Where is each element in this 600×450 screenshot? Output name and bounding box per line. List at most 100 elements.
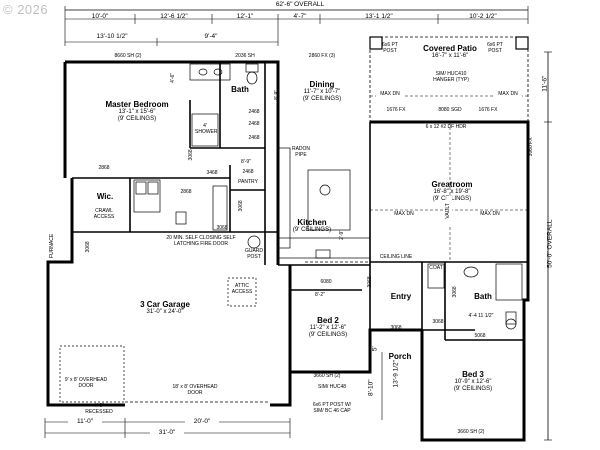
- wic-label: Wic.: [96, 192, 114, 201]
- room-ceiling: (9' CEILINGS): [432, 196, 472, 203]
- patio-post-note: 6x6 PT POST: [382, 42, 398, 54]
- door-tag: 6080: [320, 279, 332, 285]
- window-tag: 3660 SH (2): [457, 429, 485, 435]
- top-dimension: 13'-1 1/2": [365, 13, 393, 20]
- top-dimension: 12'-6 1/2": [160, 13, 188, 20]
- max-dn-note: MAX DN: [394, 211, 414, 217]
- header-note: 6 x 12 #2 DF HDR: [425, 124, 467, 130]
- max-dn-note: MAX DN: [376, 91, 404, 98]
- dimension-note: 4'-4 11 1/2": [468, 313, 494, 319]
- room-name: Bed 3: [462, 370, 484, 379]
- bottom-dimension: 20'-0": [185, 418, 219, 426]
- dimension-note: 4'-6": [170, 72, 177, 83]
- door-tag: 2868: [180, 189, 192, 195]
- room-name: Kitchen: [297, 218, 327, 227]
- recessed-note: 4'-0" RECESSED: [85, 403, 113, 415]
- door-tag: 3468: [206, 170, 218, 176]
- room-size: 11'-2" x 12'-6": [309, 325, 347, 332]
- top-dimension: 12'-1": [236, 13, 254, 20]
- door-tag: 2468: [248, 135, 260, 141]
- hanger-note: SIM/ HUC410 HANGER (TYP): [433, 71, 469, 83]
- dimension-note: 8'-2": [315, 292, 325, 298]
- window-tag: 1676 FX: [386, 107, 406, 113]
- bed3-label: Bed 3 10'-9" x 12'-6" (9' CEILINGS): [445, 370, 501, 393]
- overhead-door-right-note: 18' x 8' OVERHEAD DOOR: [172, 384, 218, 396]
- dining-label: Dining 11'-7" x 10'-7" (9' CEILINGS): [292, 80, 352, 103]
- dimension-note: 2'-9": [339, 229, 346, 240]
- max-dn-note: MAX DN: [480, 211, 500, 217]
- window-tag: 3660 SH (2): [313, 373, 341, 379]
- porch-label: Porch: [388, 352, 412, 361]
- fire-door-note: 20 MIN. SELF CLOSING SELF LATCHING FIRE …: [166, 235, 236, 247]
- door-tag: 3068: [432, 319, 444, 325]
- bed2-label: Bed 2 11'-2" x 12'-6" (9' CEILINGS): [300, 316, 356, 339]
- room-ceiling: (9' CEILINGS): [302, 96, 342, 103]
- crawl-access-label: CRAWL ACCESS: [93, 208, 115, 220]
- dimension-note: 8'-9": [274, 89, 281, 100]
- patio-post-note: 6x6 PT POST: [487, 42, 503, 54]
- patio-depth-dimension: 11'-6": [541, 75, 549, 92]
- door-tag: 3068: [216, 225, 228, 231]
- door-tag: 3068: [390, 325, 402, 331]
- top-dimension: 10'-2 1/2": [469, 13, 497, 20]
- overall-width-dimension: 62'-6" OVERALL: [275, 1, 325, 8]
- door-tag: 3068: [367, 276, 374, 288]
- top-dimension: 9'-4": [204, 33, 218, 40]
- window-tag: 2860 FX (3): [308, 53, 336, 59]
- garage-label: 3 Car Garage 31'-0" x 24'-0": [120, 300, 210, 316]
- max-dn-note: MAX DN: [494, 91, 522, 98]
- watermark: © 2026: [3, 2, 49, 17]
- top-dimension: 13'-10 1/2": [96, 33, 128, 40]
- room-name: Greatroom: [431, 180, 473, 189]
- door-tag: 3068: [238, 200, 245, 212]
- entry-label: Entry: [390, 292, 412, 301]
- door-tag: 2468: [248, 109, 260, 115]
- window-tag: 1676 FX: [478, 107, 498, 113]
- dimension-note: 8'-9": [241, 159, 251, 165]
- door-tag: 3068: [85, 241, 92, 253]
- bath2-label: Bath: [474, 292, 492, 301]
- door-tag: 3068: [452, 286, 459, 298]
- room-ceiling: (9' CEILINGS): [292, 227, 332, 234]
- room-name: Master Bedroom: [105, 100, 169, 109]
- top-dimension: 10'-0": [91, 13, 109, 20]
- overhead-door-left-note: 9' x 8' OVERHEAD DOOR: [64, 377, 108, 389]
- master-bedroom-label: Master Bedroom 13'-1" x 15'-6" (9' CEILI…: [92, 100, 182, 123]
- room-size: 10'-9" x 12'-6": [454, 379, 492, 386]
- shower-label: 4' SHOWER: [195, 123, 218, 135]
- coat-label: COAT: [429, 265, 443, 271]
- furnace-note: FURNACE: [49, 233, 56, 258]
- kitchen-label: Kitchen (9' CEILINGS): [290, 218, 334, 234]
- room-name: Bed 2: [317, 316, 339, 325]
- room-name: Dining: [309, 80, 335, 89]
- bottom-dimension: 11'-0": [68, 418, 102, 426]
- window-tag: 3060 FX: [528, 137, 535, 157]
- bottom-dimension: 31'-0": [150, 429, 184, 437]
- ceiling-line-note: CEILING LINE: [379, 254, 413, 260]
- room-ceiling: (9' CEILINGS): [308, 332, 348, 339]
- master-bath-label: Bath: [231, 85, 249, 94]
- hanger-porch-note: SIM/ HUC48: [318, 384, 347, 390]
- radon-pipe-note: RADON PIPE: [291, 146, 311, 158]
- pantry-label: PANTRY: [238, 179, 258, 185]
- room-ceiling: (9' CEILINGS): [453, 386, 493, 393]
- door-tag: 2468: [242, 169, 254, 175]
- porch-post-note: 6x6 PT POST W/ SIM/ BC 46 CAP: [312, 402, 352, 414]
- sliding-door-note: 8080 SGD: [438, 107, 462, 113]
- room-size: 11'-7" x 10'-7": [303, 89, 341, 96]
- door-tag: 2868: [98, 165, 110, 171]
- room-size: 13'-1" x 15'-6": [118, 109, 156, 116]
- room-name: Covered Patio: [423, 44, 477, 53]
- vault-note: VAULT: [445, 195, 452, 226]
- window-tag: 2036 SH: [235, 53, 255, 59]
- porch-dimension: 8'-10": [367, 379, 375, 397]
- room-size: 31'-0" x 24'-0": [146, 309, 184, 316]
- window-tag: 8660 SH (2): [114, 53, 142, 59]
- room-ceiling: (9' CEILINGS): [117, 116, 157, 123]
- covered-patio-label: Covered Patio 16'-7" x 11'-6": [418, 44, 482, 60]
- porch-dimension: 5': [371, 346, 379, 352]
- depth-dimension: 50'-0" OVERALL: [546, 219, 554, 268]
- top-dimension: 4'-7": [293, 13, 307, 20]
- attic-access-note: ATTIC ACCESS: [231, 283, 253, 295]
